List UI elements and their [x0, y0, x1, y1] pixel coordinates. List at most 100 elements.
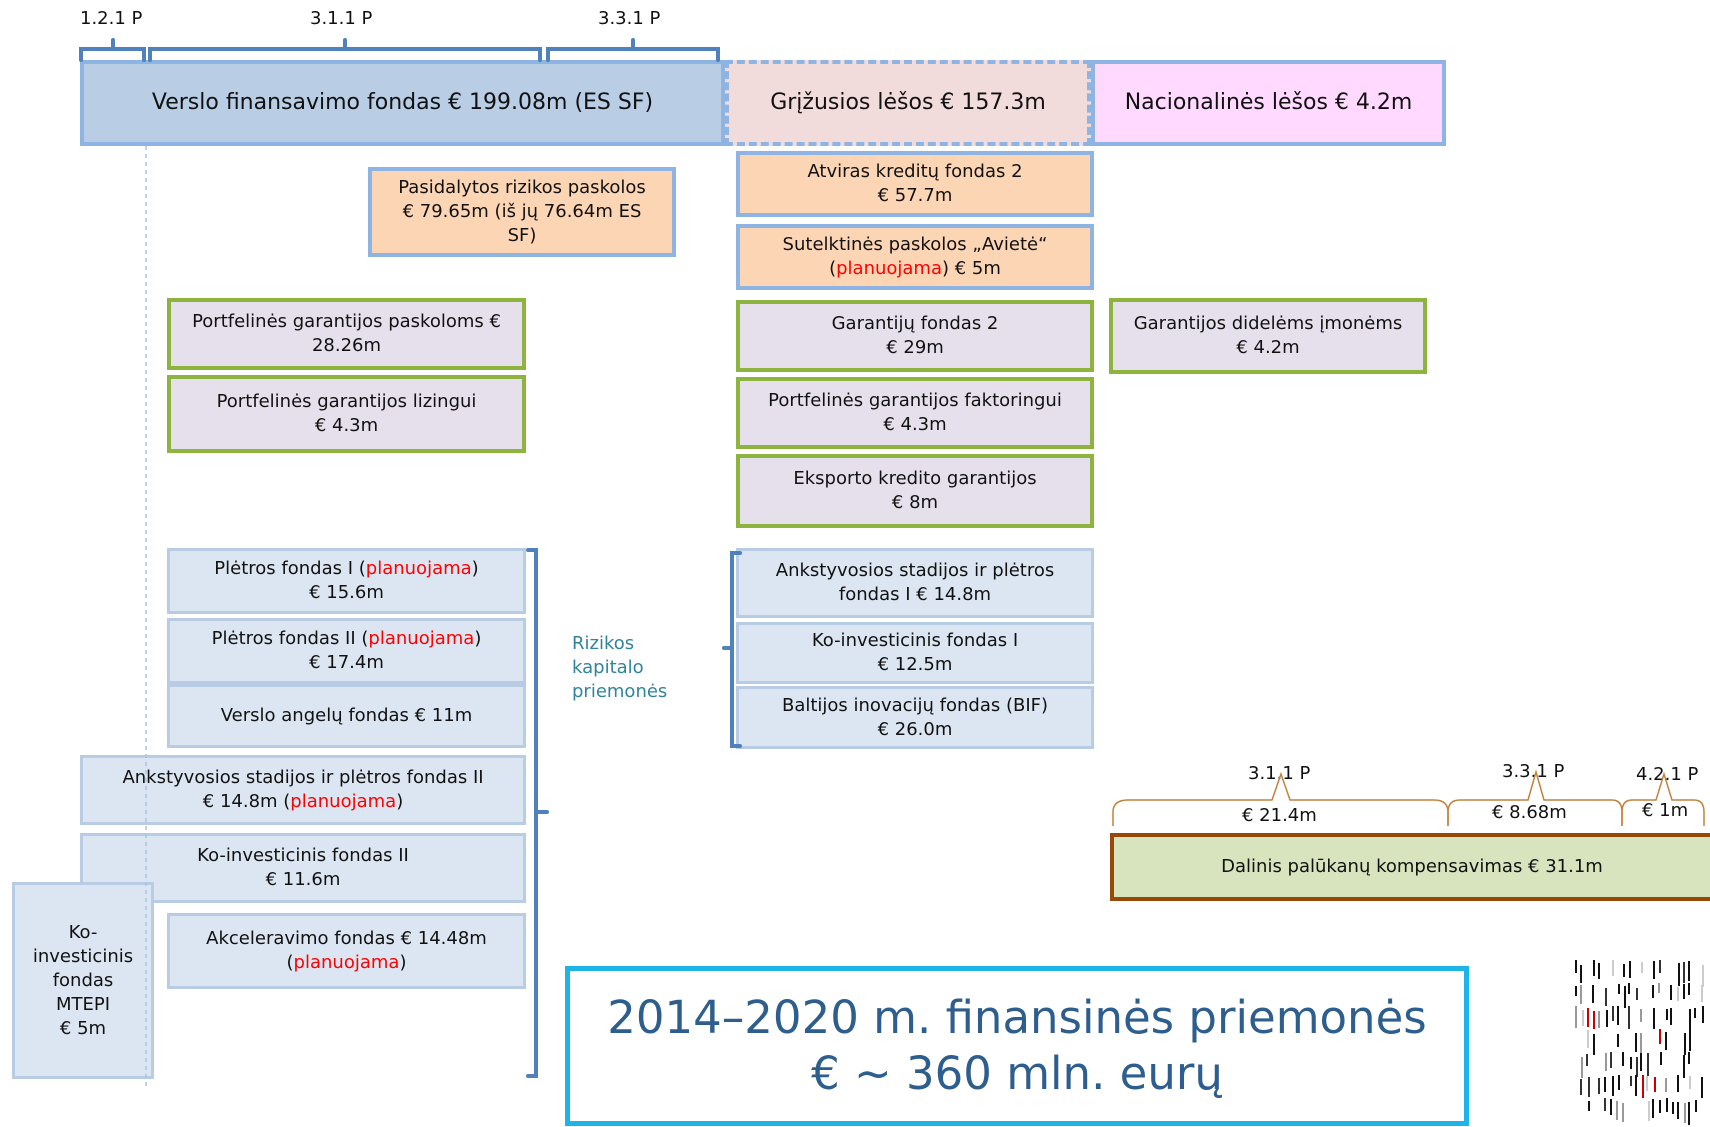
paskoloms-line-2: 28.26m — [311, 335, 382, 356]
pletros-2-amount: € 17.4m — [309, 652, 384, 673]
logo-bar — [1684, 1033, 1686, 1055]
rizikos-line-2: kapitalo — [572, 657, 644, 678]
logo-bar — [1598, 1078, 1600, 1094]
logo-bar — [1575, 960, 1577, 973]
verslo-finansavimo-fondas-label: Verslo finansavimo fondas € 199.08m (ES … — [151, 90, 654, 115]
logo-bar — [1580, 1079, 1582, 1095]
logo-bar — [1688, 961, 1690, 981]
interest-amount-421: € 1m — [1642, 800, 1689, 821]
ankstyvosios-2-line-1: Ankstyvosios stadijos ir plėtros fondas … — [122, 767, 484, 788]
grizusios-lesos-label: Grįžusios lėšos € 157.3m — [770, 90, 1046, 115]
logo-bar — [1617, 1006, 1619, 1025]
logo-bar — [1658, 983, 1660, 993]
pasidalytos-line-1: Pasidalytos rizikos paskolos — [398, 177, 646, 198]
program-label-121: 1.2.1 P — [80, 8, 143, 29]
ankstyvosios-1-line-1: Ankstyvosios stadijos ir plėtros — [775, 560, 1055, 581]
verslo-finansavimo-fondas-box: Verslo finansavimo fondas € 199.08m (ES … — [80, 60, 725, 146]
verslo-angelu-label: Verslo angelų fondas € 11m — [220, 705, 473, 726]
logo-bar — [1642, 1075, 1644, 1098]
logo-bar — [1695, 1100, 1697, 1112]
portfelines-garantijos-faktoringui-box: Portfelinės garantijos faktoringui € 4.3… — [736, 377, 1094, 449]
logo-bar — [1588, 1077, 1590, 1097]
logo-bar — [1612, 960, 1614, 976]
logo-bar — [1701, 1077, 1703, 1098]
logo-bar — [1672, 1102, 1674, 1114]
logo-bar — [1660, 1052, 1662, 1065]
portfelines-garantijos-paskoloms-box: Portfelinės garantijos paskoloms € 28.26… — [167, 298, 526, 370]
logo-bar — [1635, 1033, 1637, 1052]
logo-bar — [1610, 1099, 1612, 1115]
logo-bar — [1612, 1006, 1614, 1021]
logo-bar — [1605, 988, 1607, 1006]
logo-bar — [1586, 1054, 1588, 1066]
garantiju-line-1: Garantijų fondas 2 — [831, 313, 999, 334]
mtepi-line-3: fondas — [52, 969, 114, 991]
verslo-angelu-fondas-box: Verslo angelų fondas € 11m — [167, 684, 526, 748]
ankstyvosios-2-planned: planuojama — [290, 791, 397, 812]
ankstyvosios-2-line-2: € 14.8m (planuojama) — [203, 790, 403, 814]
didelems-line-2: € 4.2m — [1236, 337, 1300, 358]
logo-bar — [1659, 1029, 1661, 1044]
summary-title-line-2: € ~ 360 mln. eurų — [811, 1047, 1223, 1100]
logo-bar — [1630, 1057, 1632, 1069]
logo-bar — [1665, 1078, 1667, 1092]
logo-bar — [1580, 985, 1582, 1004]
logo-bar — [1636, 988, 1638, 1000]
ko-investicinis-2-line-1: Ko-investicinis fondas II — [197, 845, 409, 866]
logo-bar — [1587, 1008, 1589, 1027]
pletros-2-close: ) — [474, 628, 482, 649]
bracket-venture-left — [526, 548, 538, 1078]
logo-bar — [1593, 960, 1595, 976]
logo-bar — [1670, 1008, 1672, 1025]
sutelktines-planned: planuojama — [836, 258, 942, 279]
sutelktines-open: ( — [829, 258, 837, 279]
logo-bar — [1654, 1077, 1656, 1092]
logo-bar — [1592, 985, 1594, 1003]
mtepi-line-1: Ko- — [68, 921, 98, 943]
dalinis-palukanu-kompensavimas-box: Dalinis palūkanų kompensavimas € 31.1m — [1110, 833, 1710, 901]
ankstyvosios-stadijos-fondas-2-box: Ankstyvosios stadijos ir plėtros fondas … — [80, 755, 526, 825]
logo-bar — [1652, 985, 1654, 998]
akceleravimo-line-1: Akceleravimo fondas € 14.48m — [206, 928, 487, 949]
didelems-line-1: Garantijos didelėms įmonėms — [1133, 313, 1403, 334]
logo-bar — [1702, 1006, 1704, 1023]
pletros-1-line-1: Plėtros fondas I (planuojama) — [214, 557, 478, 581]
ankstyvosios-2-amount: € 14.8m ( — [202, 791, 291, 812]
nacionalines-lesos-label: Nacionalinės lėšos € 4.2m — [1124, 90, 1413, 115]
logo-bar — [1606, 1010, 1608, 1027]
pletros-1-planned: planuojama — [365, 558, 472, 579]
garantiju-line-2: € 29m — [886, 337, 944, 358]
logo-bar — [1618, 984, 1620, 994]
logo-bar — [1677, 1102, 1679, 1119]
faktoringui-line-1: Portfelinės garantijos faktoringui — [768, 390, 1062, 411]
pletros-fondas-1-box: Plėtros fondas I (planuojama) € 15.6m — [167, 548, 526, 614]
logo-bar — [1622, 1103, 1624, 1122]
logo-bar — [1593, 1011, 1595, 1029]
logo-bar — [1630, 1076, 1632, 1086]
ko-investicinis-fondas-2-box: Ko-investicinis fondas II € 11.6m — [80, 833, 526, 903]
lizingui-line-1: Portfelinės garantijos lizingui — [216, 391, 477, 412]
garantiju-fondas-box: Garantijų fondas 2 € 29m — [736, 300, 1094, 372]
logo-bar — [1688, 983, 1690, 995]
logo-bar — [1689, 1029, 1691, 1051]
logo-bar — [1587, 1030, 1589, 1048]
logo-bar — [1683, 962, 1685, 983]
atviras-line-2: € 57.7m — [877, 185, 953, 206]
decorative-logo-icon — [1575, 960, 1704, 1125]
logo-bar — [1659, 1100, 1661, 1113]
eksporto-kredito-garantijos-box: Eksporto kredito garantijos € 8m — [736, 454, 1094, 528]
pasidalytos-line-3: SF) — [507, 225, 537, 246]
ankstyvosios-2-close: ) — [396, 791, 404, 812]
ko-investicinis-fondas-mtepi-box: Ko- investicinis fondas MTEPI € 5m — [12, 882, 154, 1079]
logo-bar — [1677, 1075, 1679, 1092]
logo-bar — [1689, 1009, 1691, 1031]
ko-investicinis-fondas-1-box: Ko-investicinis fondas I € 12.5m — [736, 622, 1094, 684]
logo-bar — [1640, 1053, 1642, 1071]
faktoringui-line-2: € 4.3m — [883, 414, 947, 435]
logo-bar — [1640, 1033, 1642, 1056]
logo-bar — [1689, 1076, 1691, 1089]
sutelktines-rest: ) € 5m — [942, 258, 1001, 279]
logo-bar — [1628, 1006, 1630, 1029]
ankstyvosios-stadijos-fondas-1-box: Ankstyvosios stadijos ir plėtros fondas … — [736, 548, 1094, 618]
logo-bar — [1636, 1057, 1638, 1077]
